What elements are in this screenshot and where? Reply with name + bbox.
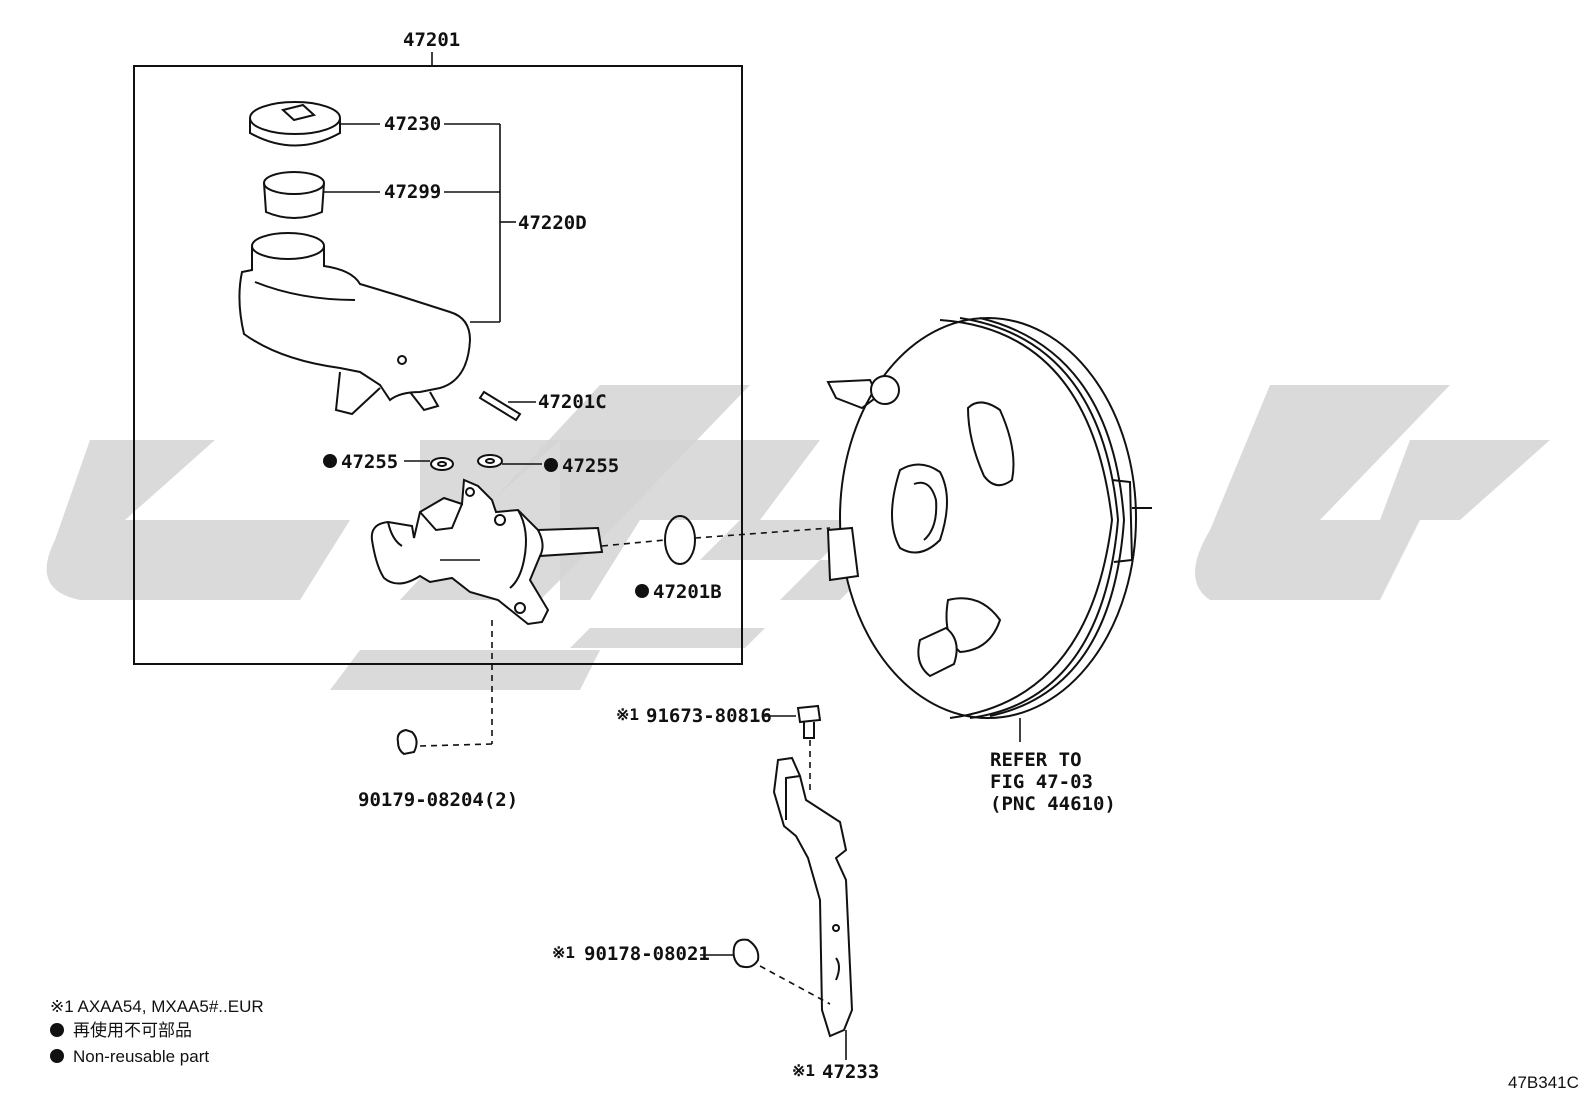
cap-label: 47230 bbox=[384, 113, 441, 135]
bracket: ※1 47233 bbox=[772, 756, 879, 1083]
bolt: ※1 91673-80816 bbox=[616, 704, 822, 790]
reservoir-cap bbox=[249, 101, 380, 147]
flange-nut: 90179-08204(2) bbox=[358, 620, 518, 811]
bracket-prefix: ※1 bbox=[792, 1061, 815, 1080]
bracket-label: 47233 bbox=[822, 1061, 879, 1083]
grommet-right-label: 47255 bbox=[562, 455, 619, 477]
nut-2: ※1 90178-08021 bbox=[552, 938, 831, 1005]
booster-ref-line2: FIG 47-03 bbox=[990, 771, 1093, 793]
bolt-label: 91673-80816 bbox=[646, 705, 772, 727]
non-reusable-dot bbox=[544, 458, 558, 472]
pin-label: 47201C bbox=[538, 391, 607, 413]
brake-booster: REFER TO FIG 47-03 (PNC 44610) bbox=[826, 317, 1152, 815]
legend-dot bbox=[50, 1023, 64, 1037]
watermark-logo bbox=[46, 385, 1550, 690]
non-reusable-dot bbox=[635, 584, 649, 598]
o-ring: 47201B bbox=[601, 515, 831, 603]
reservoir-group-label: 47220D bbox=[518, 212, 587, 234]
strainer bbox=[263, 171, 380, 219]
booster-ref-line1: REFER TO bbox=[990, 749, 1082, 771]
pin bbox=[478, 390, 536, 422]
nut2-label: 90178-08021 bbox=[584, 943, 710, 965]
non-reusable-dot bbox=[323, 454, 337, 468]
note-non-reusable-jp: 再使用不可部品 bbox=[73, 1020, 192, 1040]
assembly-label: 47201 bbox=[403, 29, 460, 51]
o-ring-label: 47201B bbox=[653, 581, 722, 603]
strainer-label: 47299 bbox=[384, 181, 441, 203]
note-non-reusable-en: Non-reusable part bbox=[73, 1047, 209, 1066]
grommet-left: 47255 bbox=[323, 451, 454, 473]
reservoir-tank bbox=[238, 232, 472, 416]
nut2-prefix: ※1 bbox=[552, 943, 575, 962]
legend-dot bbox=[50, 1049, 64, 1063]
booster-ref-line3: (PNC 44610) bbox=[990, 793, 1116, 815]
legend-notes: ※1 AXAA54, MXAA5#..EUR 再使用不可部品 Non-reusa… bbox=[50, 997, 264, 1066]
nut-label: 90179-08204(2) bbox=[358, 789, 518, 811]
grommet-left-label: 47255 bbox=[341, 451, 398, 473]
note-applicability: ※1 AXAA54, MXAA5#..EUR bbox=[50, 997, 264, 1016]
assembly-box: 47201 bbox=[133, 29, 743, 665]
bolt-prefix: ※1 bbox=[616, 705, 639, 724]
master-cylinder bbox=[370, 478, 604, 626]
figure-code: 47B341C bbox=[1508, 1073, 1579, 1092]
grommet-right: 47255 bbox=[477, 454, 619, 477]
